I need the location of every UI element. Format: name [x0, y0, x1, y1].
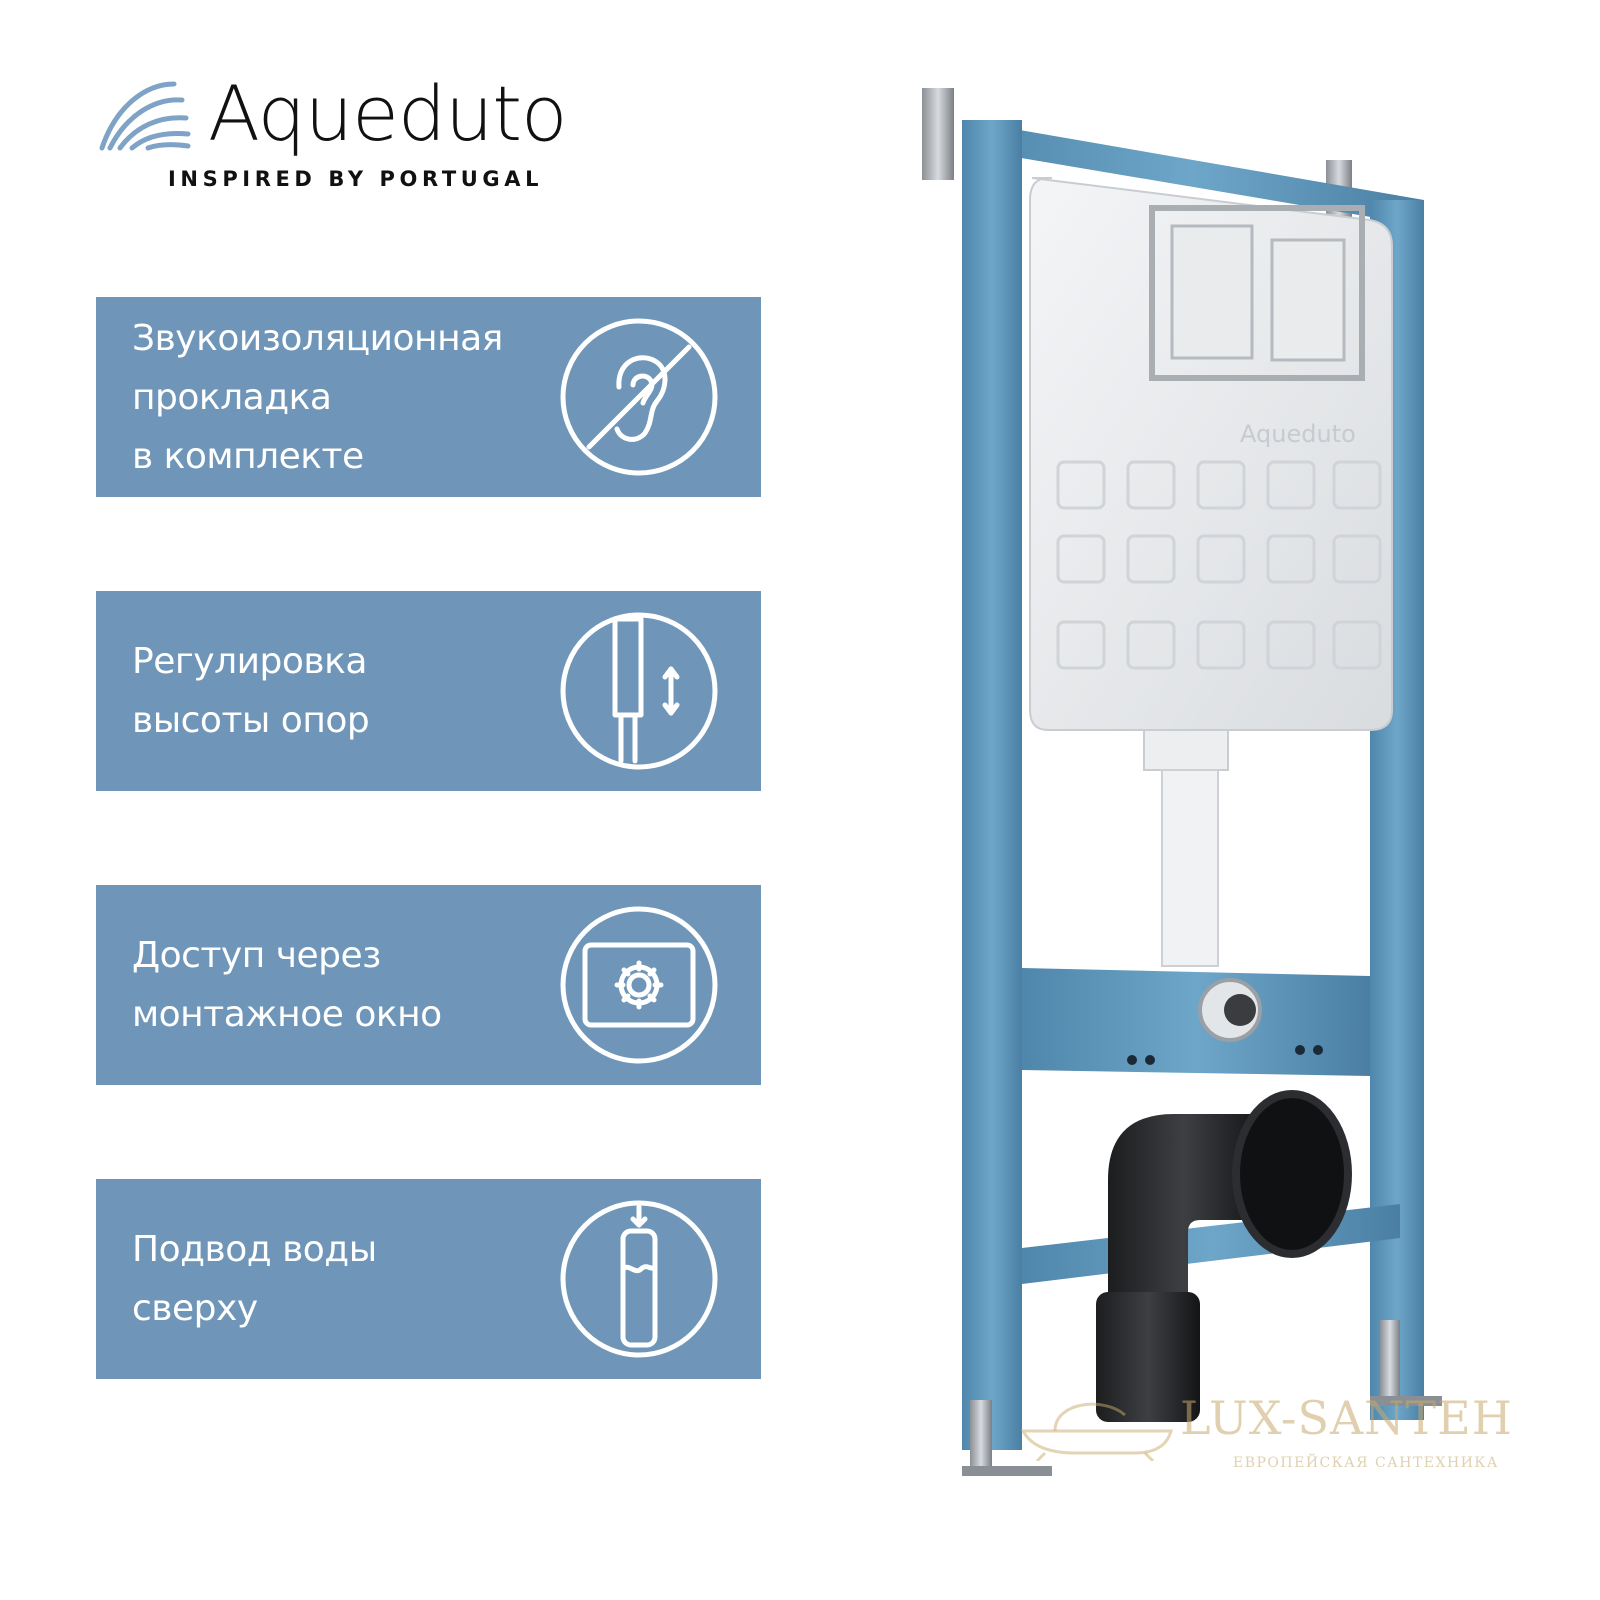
feature-line: в комплекте	[132, 435, 364, 477]
feature-text: Доступ через монтажное окно	[132, 885, 442, 1085]
cistern-brand-text: Aqueduto	[1240, 420, 1356, 448]
height-adjust-icon	[560, 612, 718, 770]
drain-elbow	[1108, 1114, 1260, 1300]
watermark: LUX-SANTEH ЕВРОПЕЙСКАЯ САНТЕХНИКА	[1015, 1385, 1555, 1495]
frame-middle-bar	[1022, 968, 1370, 1076]
feature-line: сверху	[132, 1288, 258, 1329]
flush-pipe	[1161, 769, 1219, 967]
feature-line: прокладка	[132, 376, 332, 418]
feature-card-height-adjust: Регулировка высоты опор	[96, 591, 761, 791]
gear-window-icon	[560, 906, 718, 1064]
feature-line: высоты опор	[132, 700, 370, 741]
brand-tagline: INSPIRED BY PORTUGAL	[168, 167, 544, 191]
feature-line: монтажное окно	[132, 994, 442, 1035]
drain-outlet	[1232, 1090, 1352, 1258]
feature-line: Подвод воды	[132, 1229, 377, 1270]
watermark-name: LUX-SANTEH	[1180, 1391, 1513, 1445]
feature-card-soundproofing: Звукоизоляционная прокладка в комплекте	[96, 297, 761, 497]
feature-text: Регулировка высоты опор	[132, 591, 370, 791]
watermark-subtitle: ЕВРОПЕЙСКАЯ САНТЕХНИКА	[1233, 1455, 1499, 1471]
bathtub-logo-icon	[1020, 1402, 1173, 1461]
top-water-inlet-icon	[560, 1200, 718, 1358]
crossed-ear-icon	[560, 318, 718, 476]
installation-frame-image: Aqueduto	[922, 88, 1442, 1476]
frame-left-upright	[962, 120, 1022, 1450]
foot-left	[970, 1400, 992, 1470]
cistern-access-window	[1149, 205, 1365, 381]
feature-line: Звукоизоляционная	[132, 317, 503, 359]
feature-line: Доступ через	[132, 935, 381, 976]
feature-card-top-water-inlet: Подвод воды сверху	[96, 1179, 761, 1379]
feature-line: Регулировка	[132, 641, 367, 682]
frame-top-bar	[962, 120, 1424, 226]
foot-right	[1380, 1320, 1400, 1400]
brand-name: Aqueduto	[208, 69, 568, 158]
brand-logo: Aqueduto INSPIRED BY PORTUGAL	[96, 66, 616, 196]
drain-pipe	[1096, 1292, 1200, 1422]
top-bracket-left	[922, 88, 954, 180]
wave-stripes-icon	[99, 81, 191, 151]
feature-text: Подвод воды сверху	[132, 1179, 377, 1379]
feature-text: Звукоизоляционная прокладка в комплекте	[132, 297, 503, 497]
feature-card-access-window: Доступ через монтажное окно	[96, 885, 761, 1085]
